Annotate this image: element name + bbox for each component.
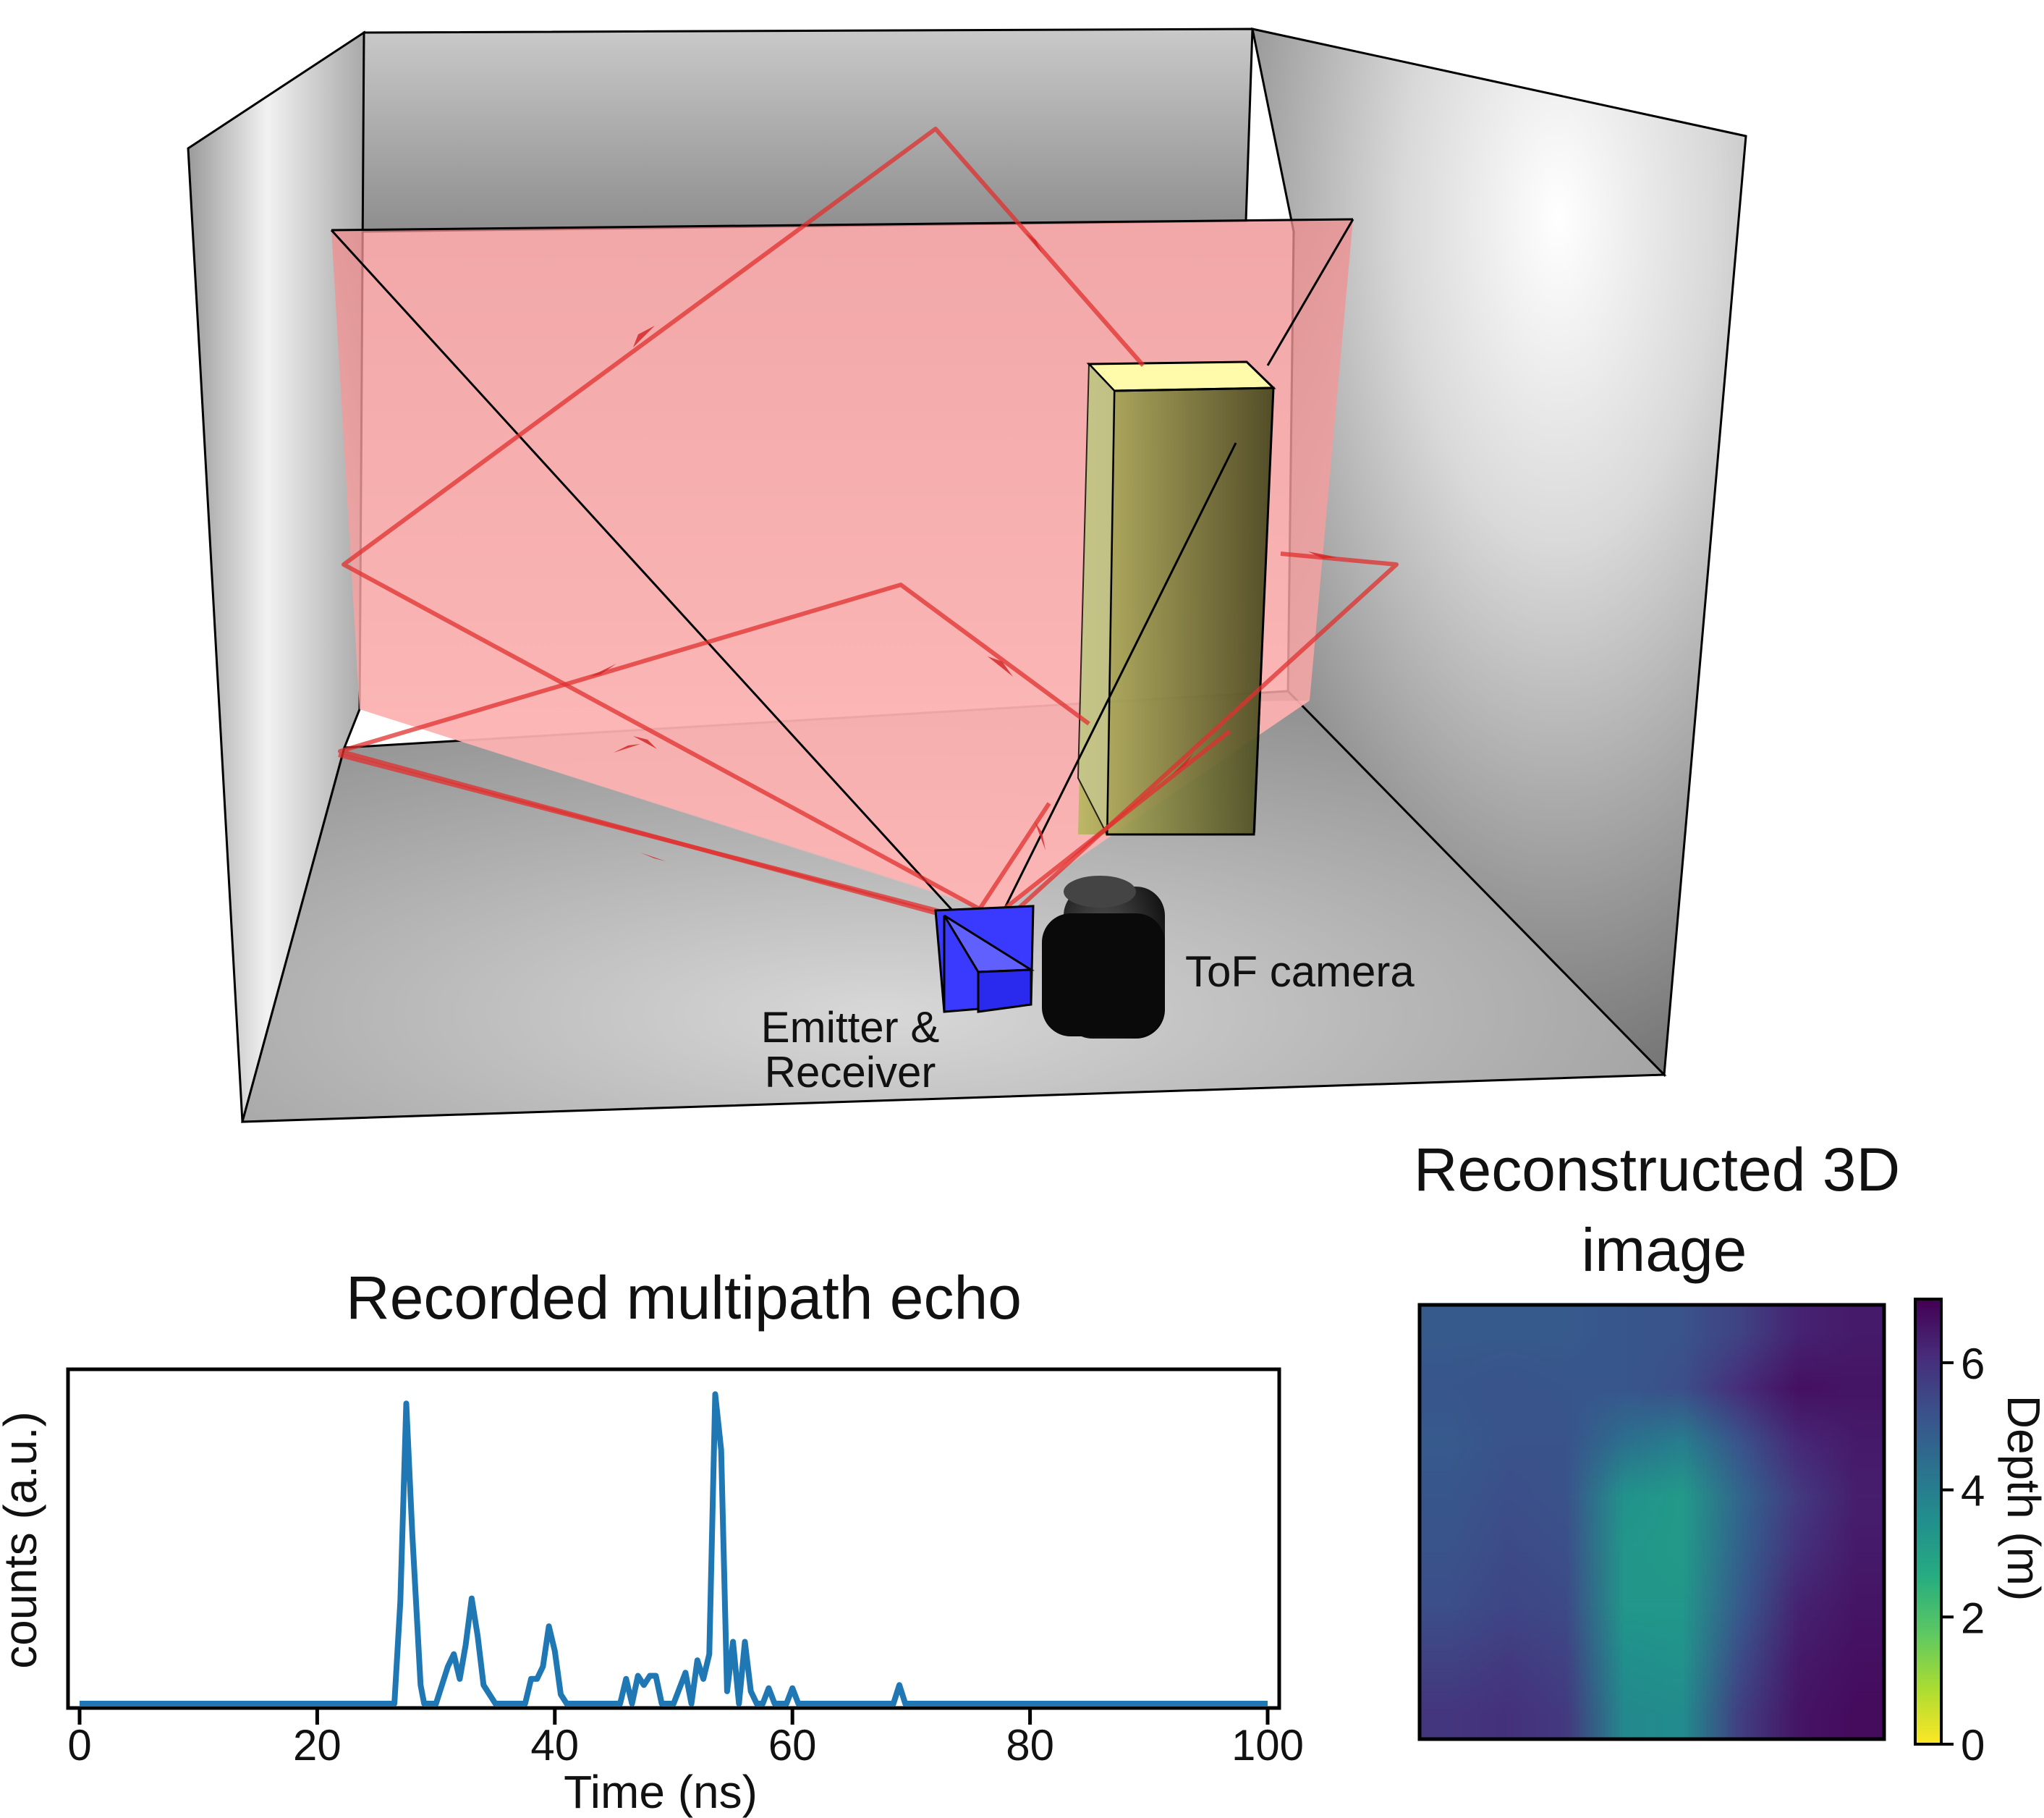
arrowhead bbox=[633, 736, 657, 749]
echo-y-label: counts (a.u.) bbox=[0, 1411, 46, 1669]
arrowhead bbox=[1172, 753, 1194, 774]
back-wall bbox=[357, 28, 1254, 233]
object-top-face bbox=[1086, 360, 1276, 392]
arrowhead bbox=[633, 326, 655, 347]
heatmap-title-line1: Reconstructed 3D bbox=[1414, 1136, 1900, 1204]
echo-x-tick-label: 0 bbox=[67, 1721, 91, 1770]
colorbar-tick-label: 0 bbox=[1961, 1721, 1985, 1770]
colorbar-label: Depth (m) bbox=[1998, 1395, 2044, 1602]
depth-heatmap-image bbox=[1420, 1305, 1884, 1739]
ray-arrowheads bbox=[590, 233, 1337, 861]
colorbar-frame bbox=[1914, 1298, 1943, 1746]
arrowhead bbox=[590, 664, 616, 677]
arrowhead bbox=[614, 744, 640, 753]
echo-series-line bbox=[80, 1391, 1268, 1707]
echo-chart: Recorded multipath echo 0 20 40 60 80 100 Tim… bbox=[0, 1264, 1304, 1818]
left-wall bbox=[187, 30, 365, 1122]
arrowhead bbox=[1308, 551, 1337, 559]
colorbar-gradient bbox=[1915, 1299, 1941, 1744]
emitter-label-line2: Receiver bbox=[765, 1048, 936, 1096]
colorbar-tick-label: 6 bbox=[1961, 1340, 1985, 1388]
arrowhead bbox=[988, 656, 1013, 677]
object-box bbox=[1077, 360, 1276, 836]
echo-x-axis: 0 20 40 60 80 100 bbox=[67, 1708, 1304, 1770]
echo-chart-title: Recorded multipath echo bbox=[346, 1264, 1022, 1332]
arrowhead bbox=[640, 853, 666, 861]
depth-heatmap: Reconstructed 3D image 0 2 4 6 Depth (m) bbox=[1414, 1136, 2044, 1770]
echo-x-tick-label: 40 bbox=[530, 1721, 579, 1770]
echo-x-tick-label: 20 bbox=[293, 1721, 342, 1770]
heatmap-frame bbox=[1417, 1303, 1886, 1741]
echo-x-label: Time (ns) bbox=[564, 1766, 758, 1818]
echo-x-tick-label: 60 bbox=[768, 1721, 817, 1770]
tof-camera bbox=[1042, 876, 1165, 1039]
room-scene: ToF camera Emitter & Receiver bbox=[187, 28, 1747, 1123]
light-rays bbox=[338, 127, 1399, 916]
emitter-label-line1: Emitter & bbox=[761, 1003, 940, 1052]
colorbar-tick-label: 4 bbox=[1961, 1467, 1985, 1515]
echo-x-tick-label: 80 bbox=[1006, 1721, 1054, 1770]
heatmap-title-line2: image bbox=[1582, 1216, 1747, 1284]
ray-path-4 bbox=[975, 802, 1051, 915]
colorbar-tick-label: 2 bbox=[1961, 1594, 1985, 1642]
colorbar-ticks: 0 2 4 6 bbox=[1941, 1340, 1985, 1770]
arrowhead bbox=[1035, 821, 1046, 850]
ray-path-6 bbox=[1011, 551, 1399, 916]
echo-plot-frame bbox=[66, 1367, 1281, 1710]
ray-path-1 bbox=[342, 127, 1145, 916]
ray-path-3 bbox=[338, 753, 949, 916]
echo-x-tick-label: 100 bbox=[1231, 1721, 1304, 1770]
arrowhead bbox=[1026, 233, 1042, 253]
tof-camera-label: ToF camera bbox=[1185, 947, 1415, 996]
emitter-receiver bbox=[934, 905, 1035, 1013]
